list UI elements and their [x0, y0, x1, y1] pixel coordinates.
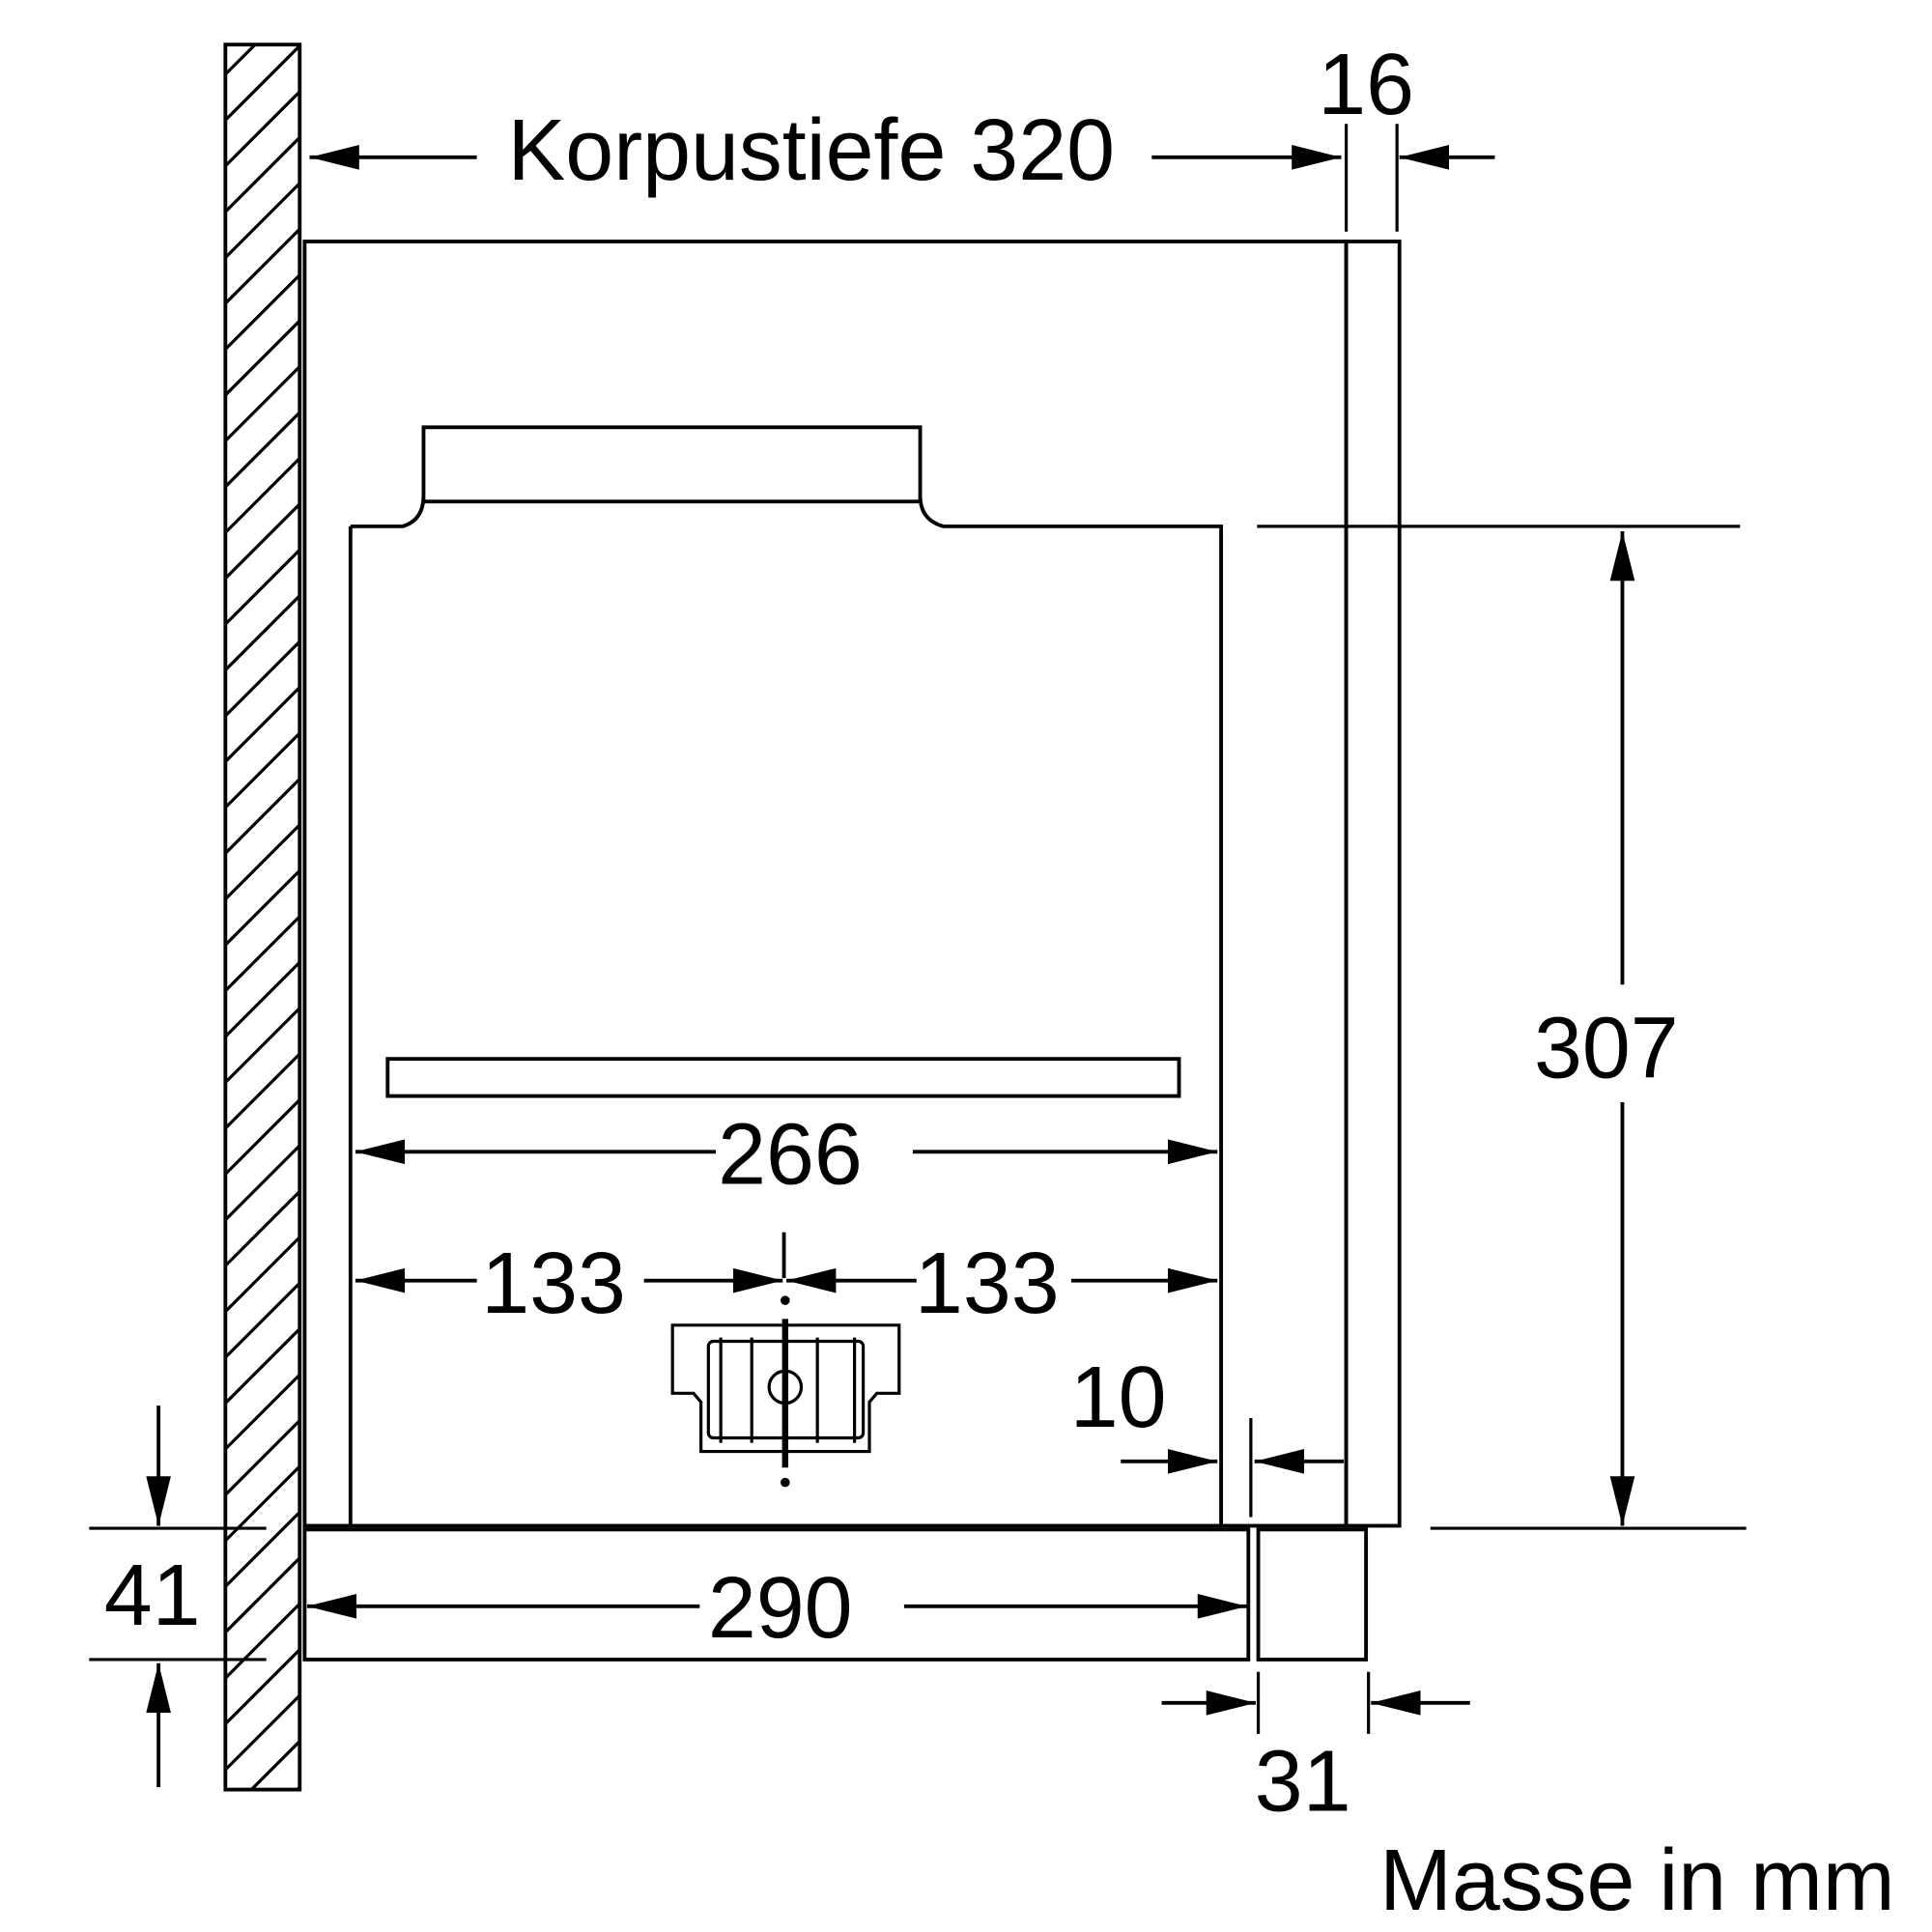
- hatch-line: [225, 365, 300, 442]
- hatch-line: [225, 1282, 300, 1359]
- cabinet-body: [302, 240, 1349, 1528]
- hatch-line: [295, 1785, 300, 1790]
- label-16: 16: [1318, 37, 1414, 133]
- bottom-unit: [302, 1527, 1251, 1662]
- hatch-line: [225, 594, 300, 671]
- hatch-line: [225, 869, 300, 947]
- hatch-line: [225, 1603, 300, 1680]
- hatch-line: [225, 1144, 300, 1221]
- hatch-line: [225, 686, 300, 763]
- hatch-line: [225, 1511, 300, 1588]
- hatch-line: [248, 1740, 300, 1790]
- dimension-bottom-width: 290: [306, 1560, 1248, 1657]
- hatch-line: [225, 182, 300, 259]
- label-266: 266: [718, 1107, 863, 1204]
- hatch-line: [225, 639, 300, 718]
- duct-outlet: [348, 425, 1224, 1526]
- hatch-line: [225, 731, 300, 810]
- bottom-front: [1256, 1527, 1369, 1662]
- hatch-line: [225, 457, 300, 534]
- hatch-line: [225, 1052, 300, 1130]
- hatch-line: [225, 319, 300, 397]
- hatch-line: [225, 915, 300, 992]
- label-290: 290: [708, 1560, 853, 1657]
- hatch-line: [225, 1648, 300, 1725]
- hatch-line: [225, 136, 300, 213]
- label-31: 31: [1255, 1733, 1351, 1830]
- fan-motor-icon: [670, 1295, 901, 1488]
- dimension-halves: 133 133: [355, 1232, 1218, 1332]
- hatch-line: [225, 961, 300, 1038]
- hatch-line: [225, 1556, 300, 1634]
- hatch-line: [225, 1879, 299, 1932]
- dimension-height: 307: [1257, 525, 1747, 1530]
- hatch-line: [225, 44, 258, 76]
- hatch-line: [225, 1693, 300, 1772]
- hatch-line: [225, 1007, 300, 1084]
- filter-strip: [385, 1057, 1181, 1098]
- dimension-korpustiefe: Korpustiefe 320: [309, 102, 1342, 199]
- hatch-line: [225, 90, 300, 167]
- dimension-front-panel: 16: [1318, 37, 1495, 232]
- hatch-line: [225, 502, 300, 580]
- hatch-line: [225, 228, 300, 305]
- hatch-line: [225, 1236, 300, 1313]
- dimension-gap: 10: [1070, 1350, 1345, 1518]
- label-133-right: 133: [915, 1236, 1060, 1332]
- hatch-line: [225, 1327, 300, 1405]
- hatch-line: [225, 1833, 299, 1907]
- label-307: 307: [1534, 1000, 1679, 1096]
- label-41: 41: [104, 1548, 201, 1644]
- label-133-left: 133: [481, 1236, 626, 1332]
- wall-hatched: [223, 43, 302, 1932]
- label-10: 10: [1070, 1350, 1167, 1446]
- dimension-bottom-height: 41: [89, 1406, 267, 1788]
- hatch-line: [225, 44, 300, 122]
- hatch-line: [225, 1373, 300, 1451]
- dimension-bottom-front: 31: [1161, 1671, 1470, 1830]
- hatch-line: [225, 778, 300, 855]
- dimension-inner-width: 266: [355, 1107, 1218, 1204]
- units-note: Masse in mm: [1379, 1833, 1895, 1929]
- hatch-line: [225, 1419, 300, 1496]
- hatch-line: [225, 411, 300, 488]
- hatch-line: [225, 273, 300, 351]
- label-korpustiefe: Korpustiefe 320: [507, 102, 1115, 199]
- front-panel: [1344, 240, 1402, 1528]
- hatch-line: [225, 1190, 300, 1267]
- hatch-line: [225, 549, 300, 626]
- hatch-line: [225, 1098, 300, 1176]
- hatch-line: [225, 823, 300, 900]
